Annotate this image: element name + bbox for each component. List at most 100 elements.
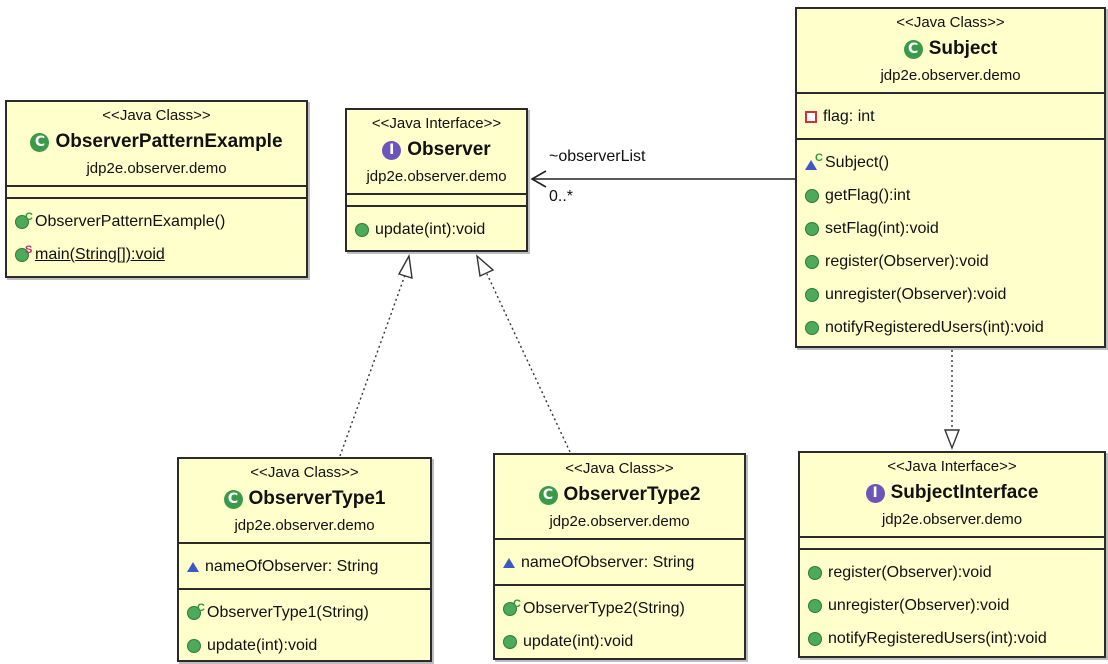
field-row[interactable]: nameOfObserver: String [503,546,736,579]
class-header: <<Java Class>> C ObserverPatternExample … [7,102,306,187]
method-row[interactable]: update(int):void [187,629,422,662]
constructor-icon: C [503,598,521,616]
association-multiplicity-label: 0..* [549,188,574,205]
method-text: setFlag(int):void [825,219,939,237]
class-name-text: SubjectInterface [890,482,1039,503]
realization-arrowhead-type1 [397,253,413,279]
interface-box-observer[interactable]: <<Java Interface>> I Observer jdp2e.obse… [345,108,528,252]
realization-line-type1 [339,274,406,457]
method-text: notifyRegisteredUsers(int):void [828,629,1047,647]
methods-section: register(Observer):void unregister(Obser… [800,548,1104,657]
association-arrowhead [530,170,547,188]
class-name: I SubjectInterface [806,480,1098,506]
method-row[interactable]: update(int):void [503,625,736,658]
constructor-icon: C [187,602,205,620]
method-row[interactable]: unregister(Observer):void [805,278,1096,311]
field-text: nameOfObserver: String [521,553,695,571]
class-icon: C [30,132,50,152]
fields-section [800,541,1104,545]
package-label: jdp2e.observer.demo [881,511,1023,528]
method-text: update(int):void [375,220,486,238]
package-constructor-icon: C [805,152,823,170]
method-row[interactable]: C Subject() [805,146,1096,179]
class-name-text: ObserverType2 [563,484,701,505]
method-row[interactable]: S main(String[]):void [15,238,298,271]
class-name: C ObserverType2 [501,482,738,508]
field-row[interactable]: flag: int [805,100,1096,133]
class-box-observer-type1[interactable]: <<Java Class>> C ObserverType1 jdp2e.obs… [177,457,432,662]
stereotype-label: <<Java Interface>> [371,115,502,132]
method-row[interactable]: update(int):void [355,213,518,246]
private-field-icon [805,110,817,123]
constructor-icon: C [15,211,33,229]
method-text: register(Observer):void [828,563,992,581]
class-icon: C [223,489,243,509]
method-text: update(int):void [523,632,634,650]
fields-section: nameOfObserver: String [179,544,430,585]
class-name: C Subject [803,36,1098,62]
method-row[interactable]: register(Observer):void [805,245,1096,278]
package-label: jdp2e.observer.demo [86,160,227,177]
class-name-text: ObserverPatternExample [55,131,283,152]
realization-arrowhead-subject [943,429,961,450]
class-header: <<Java Class>> C Subject jdp2e.observer.… [797,9,1104,94]
method-text: ObserverType1(String) [207,603,369,621]
method-row[interactable]: C ObserverType1(String) [187,596,422,629]
class-box-observer-pattern-example[interactable]: <<Java Class>> C ObserverPatternExample … [5,100,308,278]
package-label: jdp2e.observer.demo [234,517,375,534]
public-method-icon [808,565,822,580]
public-method-icon [805,287,819,302]
package-field-icon [187,561,199,572]
class-icon: C [903,39,923,59]
stereotype-label: <<Java Class>> [250,464,359,481]
public-method-icon [503,634,517,649]
class-name-text: ObserverType1 [248,488,386,509]
stereotype-label: <<Java Class>> [565,460,674,477]
method-row[interactable]: notifyRegisteredUsers(int):void [805,311,1096,344]
public-method-icon [808,631,822,646]
stereotype-label: <<Java Class>> [896,14,1005,31]
public-method-icon [355,222,369,237]
class-box-observer-type2[interactable]: <<Java Class>> C ObserverType2 jdp2e.obs… [493,453,746,660]
method-text: register(Observer):void [825,252,989,270]
methods-section: C ObserverPatternExample() S main(String… [7,197,306,273]
realization-arrowhead-type2 [476,254,495,278]
class-name-text: Observer [407,139,491,160]
methods-section: update(int):void [347,205,526,248]
method-row[interactable]: setFlag(int):void [805,212,1096,245]
method-row[interactable]: unregister(Observer):void [808,589,1096,622]
method-row[interactable]: register(Observer):void [808,556,1096,589]
stereotype-label: <<Java Interface>> [887,458,1017,475]
public-method-icon [808,598,822,613]
package-field-icon [503,557,515,568]
public-method-icon [187,638,201,653]
method-text: notifyRegisteredUsers(int):void [825,318,1044,336]
class-header: <<Java Interface>> I Observer jdp2e.obse… [347,110,526,195]
fields-section: nameOfObserver: String [495,540,744,581]
public-method-icon [805,254,819,269]
interface-box-subject-interface[interactable]: <<Java Interface>> I SubjectInterface jd… [798,451,1106,658]
method-row[interactable]: getFlag():int [805,179,1096,212]
public-method-icon [805,320,819,335]
method-text: ObserverType2(String) [523,599,685,617]
method-text: Subject() [825,153,890,171]
package-label: jdp2e.observer.demo [549,513,690,530]
realization-line-type2 [486,273,571,453]
method-row[interactable]: C ObserverType2(String) [503,592,736,625]
methods-section: C Subject() getFlag():int setFlag(int):v… [797,138,1104,346]
method-row[interactable]: C ObserverPatternExample() [15,205,298,238]
field-text: nameOfObserver: String [205,557,379,575]
class-name: C ObserverType1 [185,486,424,512]
fields-section [347,198,526,202]
interface-icon: I [865,483,885,503]
method-text: update(int):void [207,636,318,654]
class-box-subject[interactable]: <<Java Class>> C Subject jdp2e.observer.… [795,7,1106,348]
class-name: I Observer [353,137,520,163]
package-label: jdp2e.observer.demo [880,67,1021,84]
method-text: ObserverPatternExample() [35,212,226,230]
field-row[interactable]: nameOfObserver: String [187,550,422,583]
method-text: unregister(Observer):void [828,596,1010,614]
method-row[interactable]: notifyRegisteredUsers(int):void [808,622,1096,655]
class-icon: C [538,485,558,505]
